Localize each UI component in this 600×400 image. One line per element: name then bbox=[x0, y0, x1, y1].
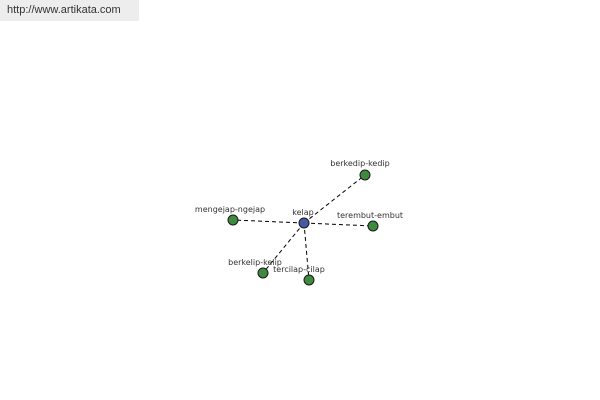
graph-nodes bbox=[227, 169, 379, 286]
graph-edges bbox=[232, 174, 374, 281]
label-terembut-embut: terembut-embut bbox=[337, 211, 403, 220]
edge-tercilap-cilap bbox=[303, 222, 310, 281]
node-tercilap-cilap[interactable] bbox=[303, 274, 315, 286]
label-berkelip-kelip: berkelip-kelip bbox=[228, 258, 282, 267]
site-url-link[interactable]: http://www.artikata.com bbox=[0, 0, 139, 21]
graph-labels: kelap berkedip-kedip mengejap-ngejap ter… bbox=[195, 159, 403, 274]
edge-berkedip-kedip bbox=[303, 174, 366, 224]
edge-berkelip-kelip bbox=[262, 222, 305, 274]
node-kelap[interactable] bbox=[298, 217, 310, 229]
edge-terembut-embut bbox=[303, 222, 374, 227]
label-berkedip-kedip: berkedip-kedip bbox=[330, 159, 389, 168]
node-terembut-embut[interactable] bbox=[367, 220, 379, 232]
node-mengejap-ngejap[interactable] bbox=[227, 214, 239, 226]
label-tercilap-cilap: tercilap-cilap bbox=[273, 265, 325, 274]
node-berkelip-kelip[interactable] bbox=[257, 267, 269, 279]
edge-mengejap-ngejap bbox=[232, 219, 305, 224]
label-kelap: kelap bbox=[292, 208, 313, 217]
label-mengejap-ngejap: mengejap-ngejap bbox=[195, 205, 265, 214]
node-berkedip-kedip[interactable] bbox=[359, 169, 371, 181]
